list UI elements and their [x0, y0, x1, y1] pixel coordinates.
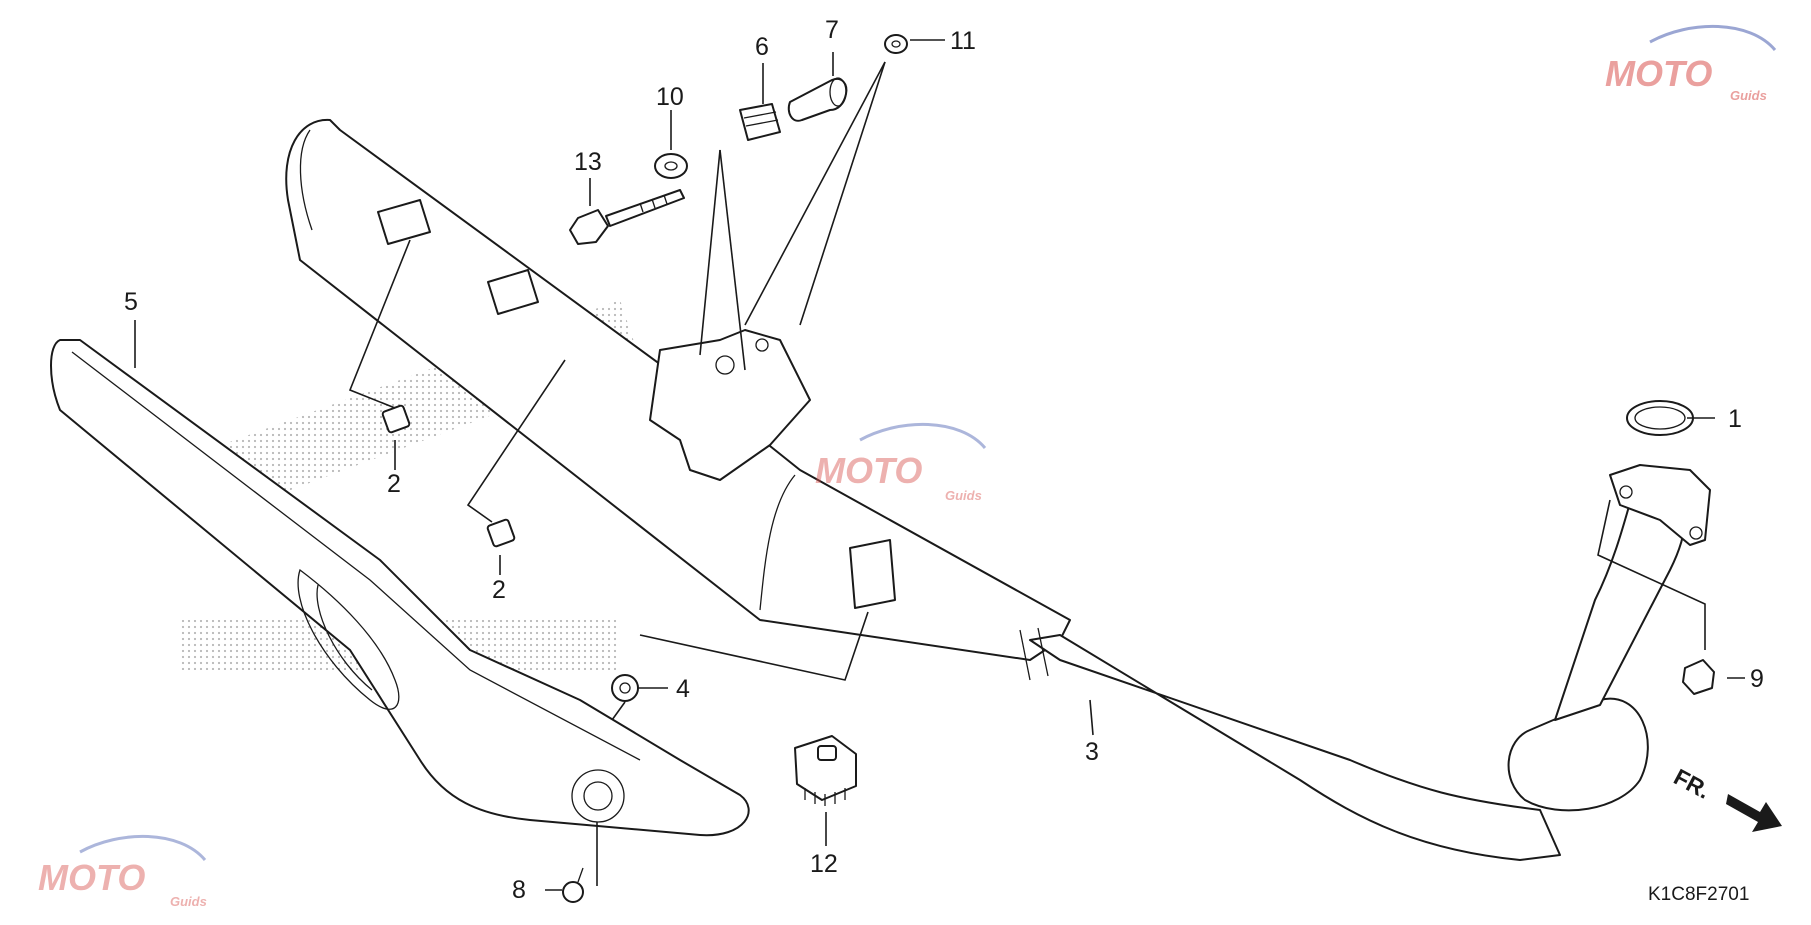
callouts: 1 2 2 3 4 5 6 7 8 9 10 11 12 13	[124, 16, 1764, 904]
washer-part-11	[884, 34, 908, 54]
callout-12: 12	[810, 850, 838, 878]
bolt-part-8	[562, 867, 584, 903]
muffler-bracket	[649, 329, 811, 481]
callout-2a: 2	[387, 470, 401, 498]
callout-13: 13	[574, 148, 602, 176]
watermark-top-right: MOTO Guids	[1605, 24, 1777, 103]
clip-nut-part-2	[381, 404, 516, 548]
watermark-subtext: Guids	[945, 488, 982, 503]
callout-10: 10	[656, 83, 684, 111]
callout-9: 9	[1750, 665, 1764, 693]
washer-part-4	[611, 674, 639, 702]
front-direction-indicator: FR.	[1670, 763, 1782, 832]
watermark-text: MOTO	[1605, 53, 1712, 94]
callout-2b: 2	[492, 576, 506, 604]
leader-lines	[134, 39, 1745, 891]
collar-part-7	[787, 77, 848, 122]
callout-11: 11	[950, 27, 976, 55]
watermark-text: MOTO	[38, 857, 145, 898]
exhaust-flange	[1609, 464, 1711, 546]
callout-1: 1	[1728, 405, 1742, 433]
bolt-part-13	[569, 189, 685, 245]
rubber-part-12	[794, 735, 857, 806]
callout-6: 6	[755, 33, 769, 61]
callout-8: 8	[512, 876, 526, 904]
gasket-part-1	[1626, 400, 1694, 436]
front-arrow-icon	[1726, 794, 1782, 832]
watermark-text: MOTO	[815, 450, 922, 491]
callout-3: 3	[1085, 738, 1099, 766]
nut-clips-on-muffler	[377, 199, 896, 609]
watermark-center: MOTO Guids	[815, 422, 987, 503]
watermark-bottom-left: MOTO Guids	[38, 834, 207, 909]
diagram-code: K1C8F2701	[1648, 884, 1749, 905]
watermark-subtext: Guids	[1730, 88, 1767, 103]
callout-5: 5	[124, 288, 138, 316]
fr-label: FR.	[1670, 763, 1715, 803]
callout-7: 7	[825, 16, 839, 44]
heat-shield-part-5	[50, 339, 750, 837]
washer-part-10	[654, 153, 688, 179]
watermark-subtext: Guids	[170, 894, 207, 909]
nut-part-9	[1682, 659, 1715, 695]
callout-4: 4	[676, 675, 690, 703]
collar-part-6	[739, 103, 781, 141]
